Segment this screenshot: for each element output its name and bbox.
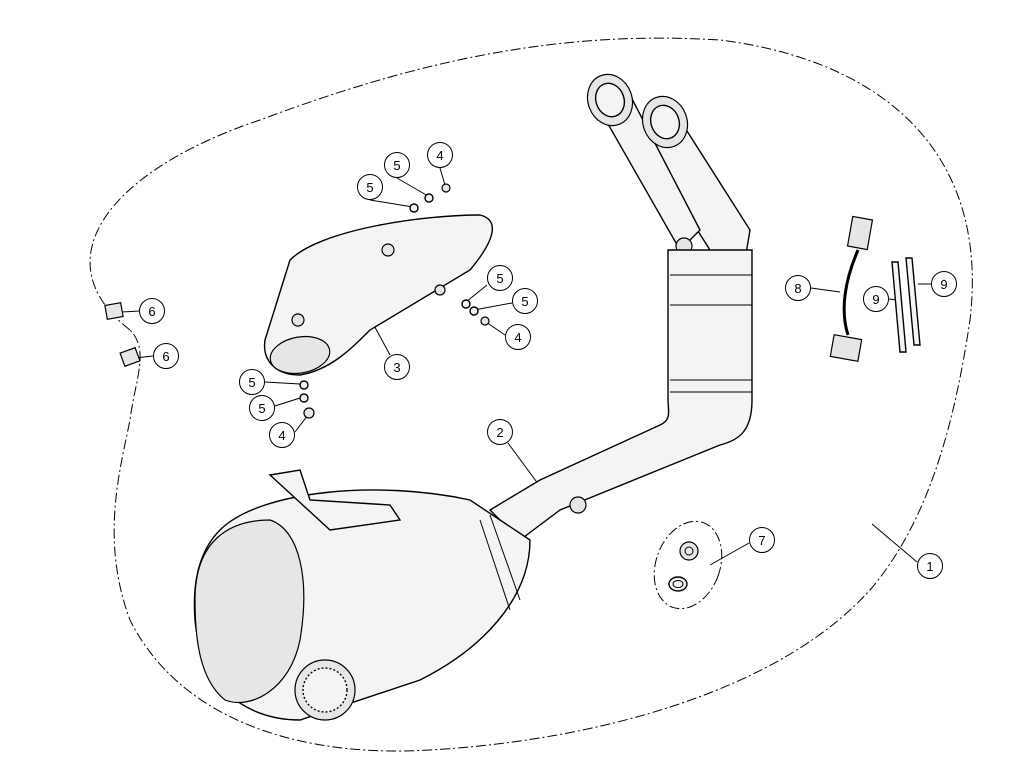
sensor-cable-8: [829, 215, 874, 362]
callout-5: 5: [487, 265, 513, 291]
gasket-group-outline: [653, 520, 723, 610]
callout-5: 5: [384, 152, 410, 178]
callout-4: 4: [505, 324, 531, 350]
heat-shield-3: [263, 214, 493, 376]
callout-6: 6: [153, 343, 179, 369]
callout-5: 5: [249, 395, 275, 421]
callout-5: 5: [239, 369, 265, 395]
callout-8: 8: [785, 275, 811, 301]
callout-3: 3: [384, 354, 410, 380]
callout-4: 4: [427, 142, 453, 168]
silencer: [193, 469, 531, 721]
callout-5: 5: [357, 174, 383, 200]
callout-4: 4: [269, 422, 295, 448]
callout-2: 2: [487, 419, 513, 445]
header-pipes: [586, 73, 751, 261]
callout-6: 6: [139, 298, 165, 324]
callout-1: 1: [917, 553, 943, 579]
kit-boundary-outline: [89, 37, 973, 752]
callout-5: 5: [512, 288, 538, 314]
callout-9: 9: [863, 286, 889, 312]
callout-7: 7: [749, 527, 775, 553]
hardware: [104, 183, 490, 419]
cable-ties-9: [891, 257, 921, 353]
callout-9: 9: [931, 271, 957, 297]
nut-gasket-7: [668, 541, 699, 592]
link-pipe-2: [488, 249, 753, 541]
